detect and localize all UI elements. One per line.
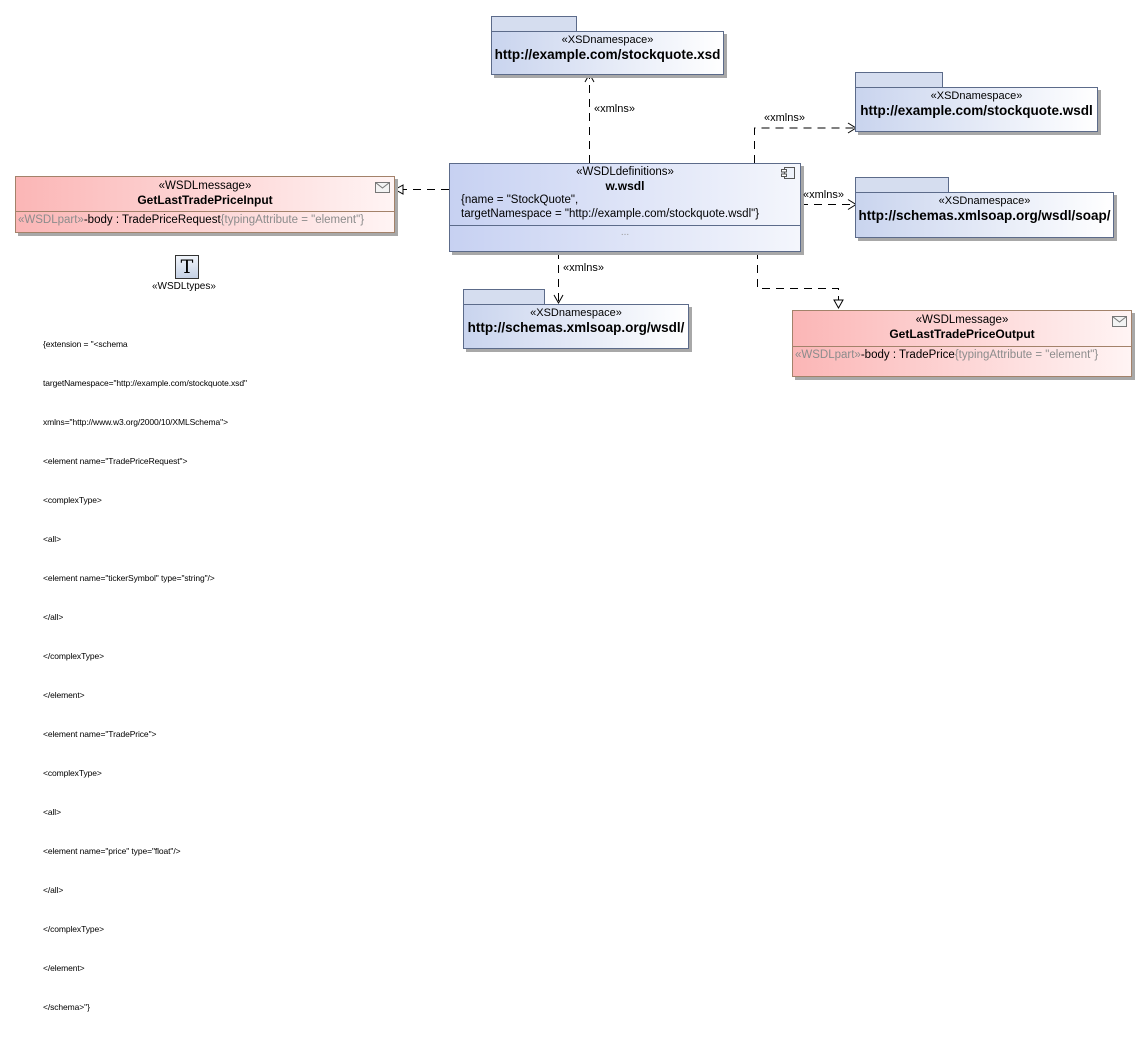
arrowhead-wsdl-ns (553, 294, 564, 305)
xmlns-label-xsd: «xmlns» (594, 103, 635, 115)
extension-line: <all> (43, 534, 61, 544)
package-stereotype: «XSDnamespace» (561, 34, 654, 46)
message-stereotype: «WSDLmessage» (915, 314, 1009, 326)
extension-line: <element name="tickerSymbol" type="strin… (43, 573, 215, 583)
extension-line: </element> (43, 690, 85, 700)
extension-line: </complexType> (43, 924, 104, 934)
message-part: «WSDLpart»-body : TradePriceRequest{typi… (16, 211, 394, 229)
xmlns-connector-wsdl (754, 127, 855, 163)
extension-line: </all> (43, 885, 64, 895)
types-extension: {extension = "<schema targetNamespace="h… (43, 312, 247, 1040)
package-name: http://schemas.xmlsoap.org/wsdl/soap/ (858, 208, 1111, 223)
definitions-property: targetNamespace = "http://example.com/st… (461, 208, 760, 220)
dependency-connector-output (757, 251, 839, 300)
xmlns-label-wsdl-ns: «xmlns» (563, 262, 604, 274)
wsdl-definitions-box[interactable]: «WSDLdefinitions» w.wsdl {name = "StockQ… (449, 163, 801, 252)
types-icon: T (175, 255, 199, 279)
package-stereotype: «XSDnamespace» (930, 90, 1023, 102)
extension-line: targetNamespace="http://example.com/stoc… (43, 378, 247, 388)
part-stereotype: «WSDLpart» (18, 214, 84, 226)
wsdl-message-output[interactable]: «WSDLmessage» GetLastTradePriceOutput «W… (792, 310, 1132, 377)
definitions-compartment: ... (450, 225, 800, 244)
arrowhead-xsd (584, 72, 595, 83)
part-name: -body (83, 214, 113, 226)
xmlns-label-soap: «xmlns» (803, 189, 844, 201)
package-tab (491, 16, 577, 32)
definitions-stereotype: «WSDLdefinitions» (576, 166, 674, 178)
arrowhead-input (393, 184, 404, 195)
package-stereotype: «XSDnamespace» (530, 307, 622, 319)
package-stereotype: «XSDnamespace» (938, 195, 1031, 207)
message-name: GetLastTradePriceInput (137, 193, 273, 207)
envelope-icon (375, 182, 390, 193)
extension-line: xmlns="http://www.w3.org/2000/10/XMLSche… (43, 417, 228, 427)
part-stereotype: «WSDLpart» (795, 349, 861, 361)
extension-line: <element name="price" type="float"/> (43, 846, 181, 856)
package-body: «XSDnamespace» http://schemas.xmlsoap.or… (855, 192, 1114, 238)
extension-line: <complexType> (43, 768, 102, 778)
xmlns-label-wsdl: «xmlns» (764, 112, 805, 124)
extension-line: </all> (43, 612, 64, 622)
package-name: http://example.com/stockquote.xsd (494, 47, 721, 62)
extension-line: </schema>"} (43, 1002, 90, 1012)
extension-line: </element> (43, 963, 85, 973)
message-part: «WSDLpart»-body : TradePrice{typingAttri… (793, 346, 1131, 364)
package-name: http://example.com/stockquote.wsdl (860, 103, 1093, 118)
package-body: «XSDnamespace» http://example.com/stockq… (491, 31, 724, 75)
definitions-name: w.wsdl (605, 179, 645, 193)
package-body: «XSDnamespace» http://schemas.xmlsoap.or… (463, 304, 689, 349)
extension-line: </complexType> (43, 651, 104, 661)
types-stereotype: «WSDLtypes» (152, 281, 216, 292)
component-icon (781, 167, 795, 179)
envelope-icon (1112, 316, 1127, 327)
wsdl-message-input[interactable]: «WSDLmessage» GetLastTradePriceInput «WS… (15, 176, 395, 233)
message-name: GetLastTradePriceOutput (889, 327, 1035, 341)
part-constraint: {typingAttribute = "element"} (220, 214, 365, 226)
part-name: -body (860, 349, 890, 361)
definitions-property: {name = "StockQuote", (461, 194, 579, 206)
package-tab (855, 177, 949, 193)
part-constraint: {typingAttribute = "element"} (954, 349, 1099, 361)
arrowhead-output (833, 299, 844, 310)
package-tab (463, 289, 545, 305)
extension-line: <element name="TradePriceRequest"> (43, 456, 188, 466)
part-type: : TradePrice (889, 349, 955, 361)
package-body: «XSDnamespace» http://example.com/stockq… (855, 87, 1098, 132)
package-name: http://schemas.xmlsoap.org/wsdl/ (467, 320, 685, 335)
extension-line: <complexType> (43, 495, 102, 505)
extension-line: <all> (43, 807, 61, 817)
types-icon-glyph: T (180, 256, 194, 278)
message-stereotype: «WSDLmessage» (158, 180, 252, 192)
part-type: : TradePriceRequest (112, 214, 221, 226)
extension-line: {extension = "<schema (43, 339, 128, 349)
extension-line: <element name="TradePrice"> (43, 729, 157, 739)
package-tab (855, 72, 943, 88)
